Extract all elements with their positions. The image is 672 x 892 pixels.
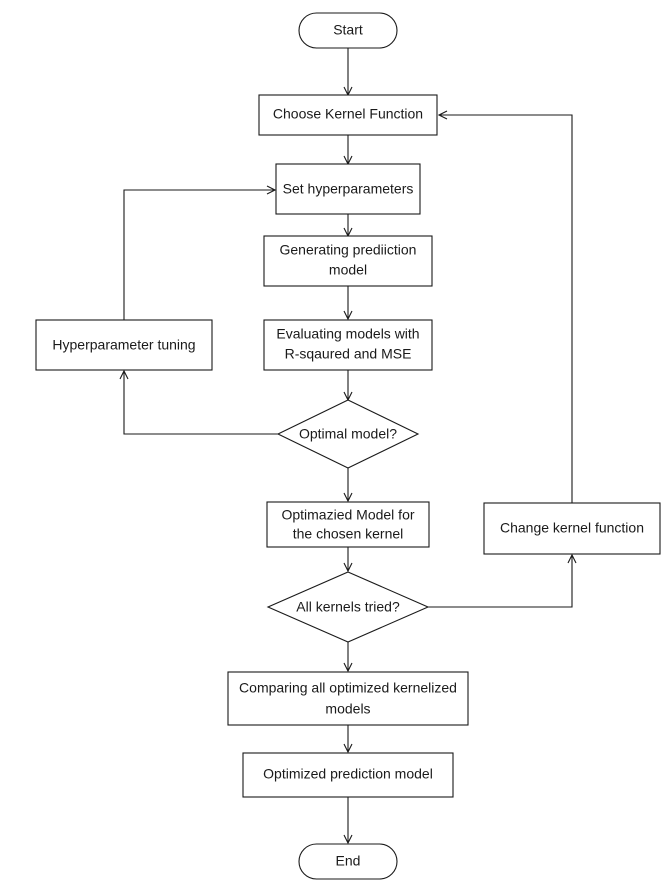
node-evaluating-models-label-line1: Evaluating models with (276, 326, 419, 342)
node-end: End (298, 843, 398, 880)
edge-optimal-no-to-tuning (124, 371, 278, 435)
node-optimized-kernel-model-label-line1: Optimazied Model for (281, 507, 414, 523)
edges (124, 48, 572, 843)
decision-optimal-model-label: Optimal model? (299, 426, 397, 442)
node-generating-model: Generating prediiction model (263, 235, 433, 287)
edge-all-kernels-no-to-change-kernel (428, 555, 572, 608)
node-generating-model-label-line2: model (329, 262, 367, 278)
node-hyperparameter-tuning: Hyperparameter tuning (35, 319, 213, 371)
decision-optimal-model: Optimal model? (276, 399, 420, 469)
node-optimized-kernel-model: Optimazied Model for the chosen kernel (266, 501, 430, 548)
node-hyperparameter-tuning-label: Hyperparameter tuning (52, 337, 195, 353)
node-evaluating-models-label-line2: R-sqaured and MSE (285, 346, 412, 362)
node-set-hyperparameters-label: Set hyperparameters (283, 181, 414, 197)
node-choose-kernel: Choose Kernel Function (258, 94, 438, 136)
node-generating-model-label-line1: Generating prediiction (280, 242, 417, 258)
edge-tuning-to-set-hyperparameters (123, 190, 275, 320)
node-optimized-prediction: Optimized prediction model (242, 752, 454, 798)
node-optimized-prediction-label: Optimized prediction model (263, 766, 433, 782)
node-comparing-models-label-line2: models (325, 701, 370, 717)
decision-all-kernels-tried-label: All kernels tried? (296, 599, 400, 615)
node-change-kernel-label: Change kernel function (500, 520, 644, 536)
node-end-label: End (336, 853, 361, 869)
node-change-kernel: Change kernel function (483, 502, 661, 555)
node-set-hyperparameters: Set hyperparameters (275, 163, 421, 215)
node-choose-kernel-label: Choose Kernel Function (273, 106, 423, 122)
node-comparing-models-label-line1: Comparing all optimized kernelized (239, 680, 457, 696)
node-start-label: Start (333, 22, 363, 38)
node-evaluating-models: Evaluating models with R-sqaured and MSE (263, 319, 433, 371)
node-optimized-kernel-model-label-line2: the chosen kernel (293, 526, 404, 542)
decision-all-kernels-tried: All kernels tried? (266, 571, 430, 643)
edge-change-kernel-to-choose-kernel (439, 115, 573, 503)
node-start: Start (298, 12, 398, 49)
node-comparing-models: Comparing all optimized kernelized model… (227, 671, 469, 726)
